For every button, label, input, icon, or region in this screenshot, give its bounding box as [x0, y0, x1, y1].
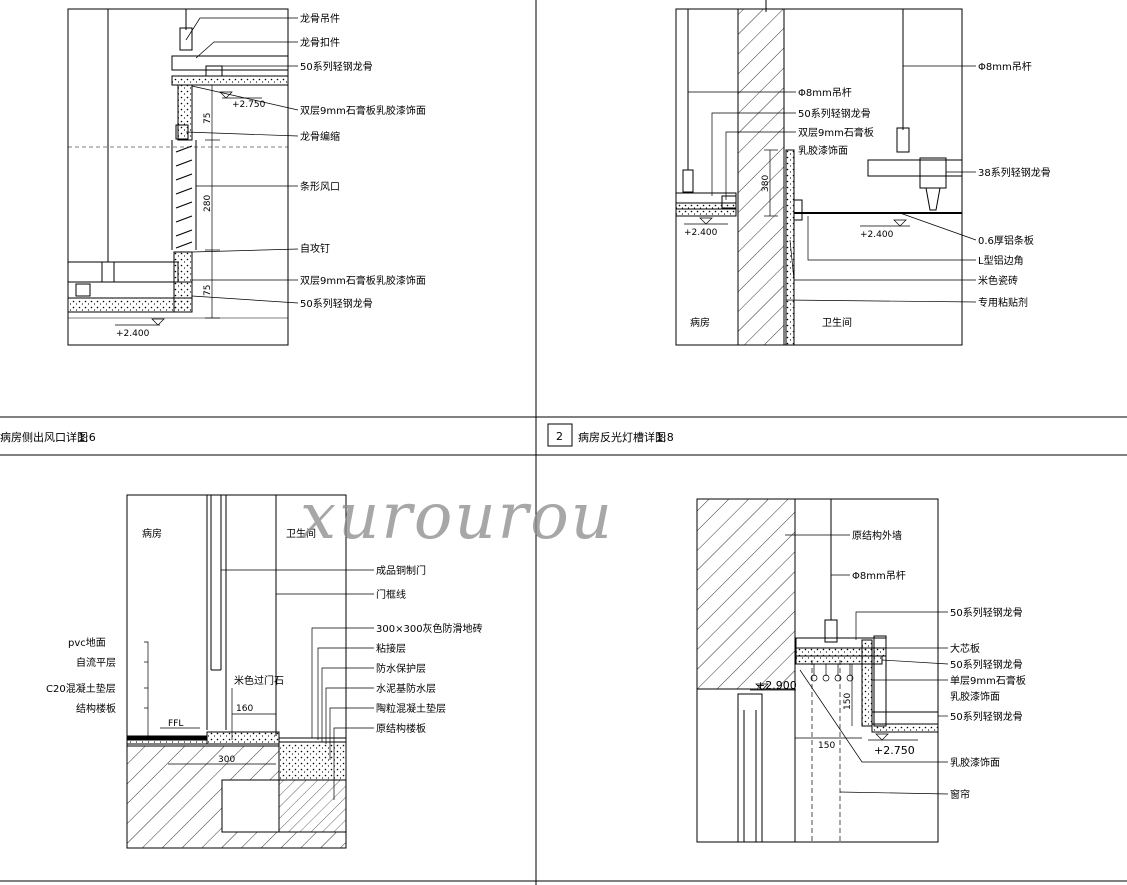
elevation-b: +2.750: [874, 744, 915, 757]
label-hanger: 龙骨吊件: [300, 12, 340, 25]
label-slab-left: 结构楼板: [76, 702, 116, 715]
room-left-label: 病房: [690, 316, 710, 329]
label-keel50-bottom: 50系列轻钢龙骨: [300, 297, 373, 310]
label-clip: 龙骨扣件: [300, 36, 340, 49]
dim-150-horizontal: 150: [818, 741, 835, 751]
label-keel-edge: 龙骨编缩: [300, 130, 340, 143]
label-keel50-top: 50系列轻钢龙骨: [300, 60, 373, 73]
label-protect: 防水保护层: [376, 662, 426, 675]
elevation-top: +2.750: [232, 100, 266, 110]
room-right-label: 卫生间: [822, 316, 852, 329]
label-alum: 0.6厚铝条板: [978, 234, 1034, 247]
label-board-bottom: 双层9mm石膏板乳胶漆饰面: [300, 274, 426, 287]
label-wall: 原结构外墙: [852, 529, 902, 542]
panel-light-trough-detail: 380 +2.400 +2.400 Φ8mm吊杆 Φ8mm吊杆 50系列轻钢龙骨…: [547, 0, 1051, 447]
label-glue: 专用粘贴剂: [978, 296, 1028, 309]
label-rod: Φ8mm吊杆: [852, 570, 906, 582]
label-bond: 粘接层: [376, 642, 406, 655]
elevation-left: +2.400: [684, 228, 718, 238]
label-screw: 自攻钉: [300, 242, 330, 255]
label-keel50-a: 50系列轻钢龙骨: [950, 606, 1023, 619]
label-board: 双层9mm石膏板: [798, 126, 874, 139]
label-door: 成品铜制门: [376, 564, 426, 577]
label-keel38: 38系列轻钢龙骨: [978, 166, 1051, 179]
elevation-bottom: +2.400: [116, 329, 150, 339]
label-keel50-c: 50系列轻钢龙骨: [950, 710, 1023, 723]
label-rod-right: Φ8mm吊杆: [978, 61, 1032, 73]
label-threshold: 米色过门石: [234, 674, 284, 687]
panel1-title: 病房侧出风口详图: [0, 430, 88, 444]
label-vent: 条形风口: [300, 180, 340, 193]
panel1-scale: 1:6: [78, 431, 96, 444]
label-tile-floor: 300×300灰色防滑地砖: [376, 622, 483, 635]
label-waterproof: 水泥基防水层: [376, 682, 436, 695]
elevation-right: +2.400: [860, 230, 894, 240]
room-right-label-3: 卫生间: [286, 527, 316, 540]
dim-280: 280: [203, 195, 213, 212]
watermark: xurourou: [300, 480, 614, 554]
dim-380: 380: [761, 175, 771, 192]
label-paint-a: 乳胶漆饰面: [950, 690, 1000, 703]
label-angle: L型铝边角: [978, 254, 1024, 267]
dim-300: 300: [218, 755, 235, 765]
room-left-label-3: 病房: [142, 527, 162, 540]
label-curtain: 窗帘: [950, 788, 970, 801]
panel2-scale: 1:8: [656, 431, 674, 444]
label-paint-b: 乳胶漆饰面: [950, 756, 1000, 769]
label-c20: C20混凝土垫层: [46, 682, 116, 695]
label-door-line: 门框线: [376, 588, 406, 601]
panel-door-threshold-detail: 160 300 FFL 病房 卫生间 成品铜制门 门框线 300×300灰色防滑…: [46, 494, 483, 849]
label-tile: 米色瓷砖: [978, 274, 1018, 287]
dim-75-top: 75: [203, 113, 213, 124]
ffl-label: FFL: [168, 719, 183, 729]
dim-160: 160: [236, 704, 253, 714]
panel2-number: 2: [556, 430, 563, 443]
elevation-a: +2.900: [756, 679, 797, 692]
label-level: 自流平层: [76, 656, 116, 669]
label-board-top: 双层9mm石膏板乳胶漆饰面: [300, 104, 426, 117]
label-keel50: 50系列轻钢龙骨: [798, 107, 871, 120]
panel-side-vent-detail: 75 280 75 +2.750 +2.400 龙骨吊件 龙骨扣件 50系列轻钢…: [0, 8, 426, 444]
panel-curtain-box-detail: 150 150 +2.900 +2.750 原结构外墙 Φ8mm吊杆 50系列轻…: [696, 498, 1026, 843]
label-pvc: pvc地面: [68, 636, 106, 649]
label-paint: 乳胶漆饰面: [798, 144, 848, 157]
label-board-single: 单层9mm石膏板: [950, 674, 1026, 687]
dim-75-bottom: 75: [203, 285, 213, 296]
label-ceramsite: 陶粒混凝土垫层: [376, 702, 446, 715]
dim-150-vertical: 150: [843, 693, 853, 710]
label-rod-left: Φ8mm吊杆: [798, 87, 852, 99]
panel2-title: 病房反光灯槽详图: [578, 430, 666, 444]
label-slab-right: 原结构楼板: [376, 722, 426, 735]
label-core: 大芯板: [950, 642, 980, 655]
label-keel50-b: 50系列轻钢龙骨: [950, 658, 1023, 671]
